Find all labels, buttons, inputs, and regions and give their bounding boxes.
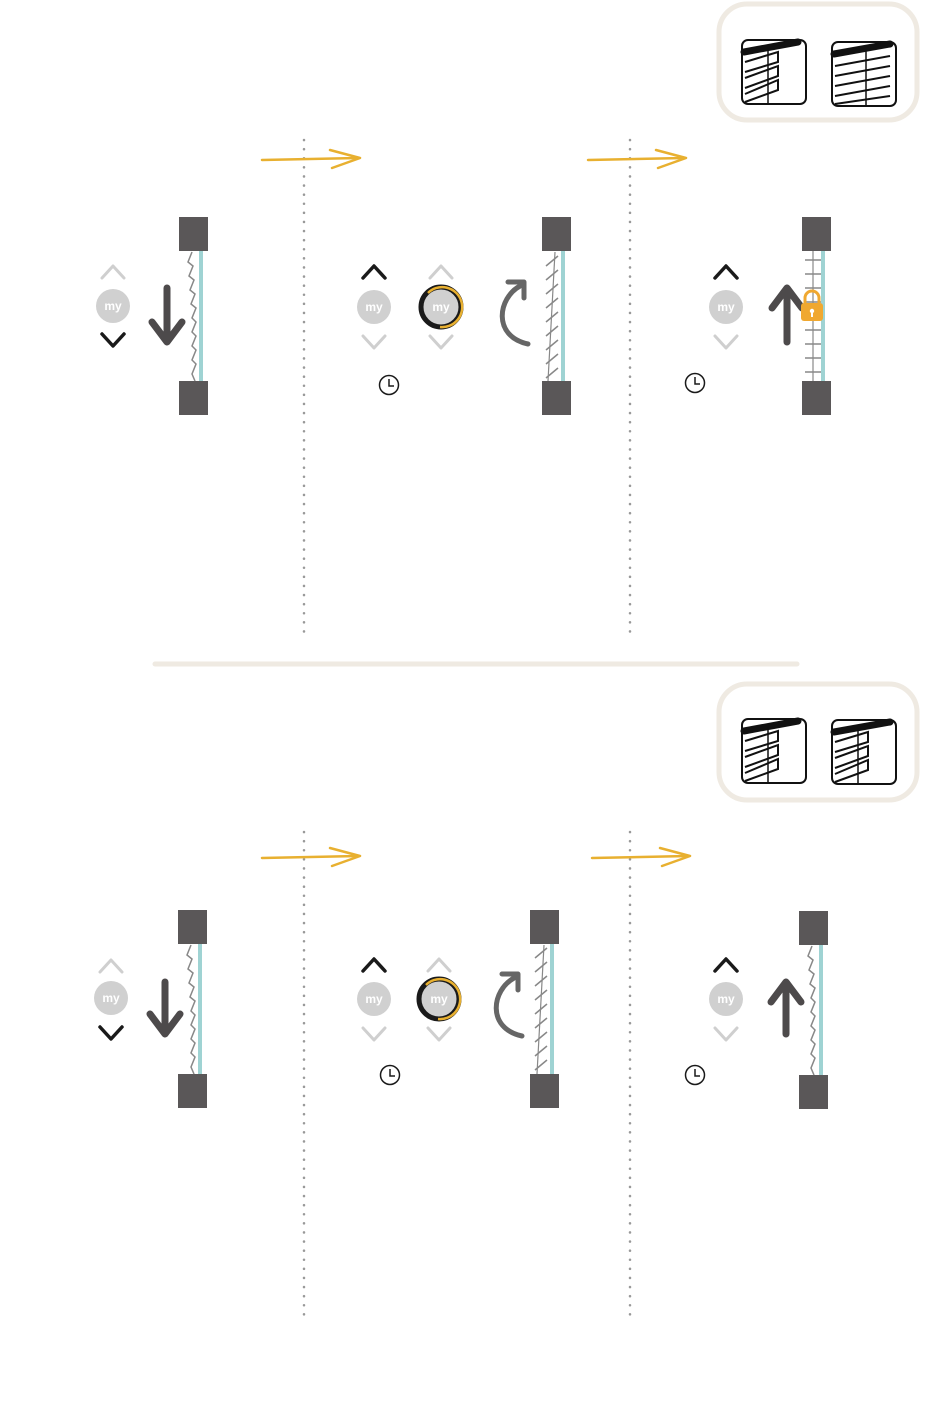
chevron-up-icon[interactable] — [363, 959, 385, 971]
step-3: my — [686, 911, 829, 1109]
down-arrow-icon — [152, 288, 182, 342]
venetian-blind-icon — [742, 719, 806, 783]
clock-icon — [686, 1066, 705, 1085]
chevron-up-icon[interactable] — [102, 266, 124, 278]
frame-bottom — [178, 1074, 207, 1108]
my-button-pressed-icon[interactable]: my — [421, 287, 462, 327]
my-button-label: my — [365, 992, 383, 1006]
step-1: my — [94, 910, 207, 1108]
my-button-label: my — [430, 992, 448, 1006]
frame-bottom — [179, 381, 208, 415]
chevron-up-icon[interactable] — [363, 266, 385, 278]
section-1: my my — [96, 4, 917, 634]
my-button-label: my — [102, 991, 120, 1005]
down-arrow-icon — [150, 982, 180, 1034]
chevron-down-icon[interactable] — [363, 336, 385, 348]
remote-control: my — [94, 960, 128, 1039]
my-button-icon[interactable]: my — [96, 289, 130, 323]
blind-slats-closed — [187, 945, 195, 1074]
frame-bottom — [530, 1074, 559, 1108]
blind-slats-closed — [188, 252, 196, 381]
my-button-icon[interactable]: my — [709, 290, 743, 324]
step-1: my — [96, 217, 208, 415]
my-button-icon[interactable]: my — [94, 981, 128, 1015]
remote-control: my — [709, 266, 743, 348]
frame-bottom — [542, 381, 571, 415]
frame-top — [799, 911, 828, 945]
remote-control: my — [96, 266, 130, 346]
window-blind — [542, 217, 571, 415]
blind-slats-closed — [808, 946, 815, 1075]
chevron-down-icon[interactable] — [715, 336, 737, 348]
chevron-down-icon[interactable] — [428, 1028, 450, 1040]
clock-icon — [380, 376, 399, 395]
window-blind — [179, 217, 208, 415]
up-arrow-icon — [772, 288, 802, 342]
my-button-icon[interactable]: my — [357, 290, 391, 324]
my-button-label: my — [365, 300, 383, 314]
remote-control: my — [709, 959, 743, 1040]
window-blind — [178, 910, 207, 1108]
my-button-label: my — [717, 300, 735, 314]
my-button-label: my — [717, 992, 735, 1006]
my-button-icon[interactable]: my — [357, 982, 391, 1016]
blind-slats-tilted — [535, 948, 547, 1070]
chevron-up-icon[interactable] — [428, 959, 450, 971]
step-2: my my — [357, 910, 559, 1108]
remote-control-pressed: my — [421, 266, 462, 348]
next-step-arrow-icon — [588, 150, 686, 168]
window-blind — [799, 911, 828, 1109]
frame-top — [530, 910, 559, 944]
chevron-down-icon[interactable] — [100, 1027, 122, 1039]
chevron-down-icon[interactable] — [715, 1028, 737, 1040]
my-button-label: my — [104, 299, 122, 313]
clock-icon — [381, 1066, 400, 1085]
remote-control: my — [357, 266, 391, 348]
remote-control: my — [357, 959, 391, 1040]
frame-bottom — [799, 1075, 828, 1109]
chevron-up-icon[interactable] — [430, 266, 452, 278]
frame-top — [802, 217, 831, 251]
venetian-blind-icon — [832, 720, 896, 784]
frame-top — [178, 910, 207, 944]
section-2: my my — [94, 684, 917, 1318]
my-button-icon[interactable]: my — [709, 982, 743, 1016]
chevron-down-icon[interactable] — [430, 336, 452, 348]
blind-slats-tilted — [546, 256, 558, 378]
frame-top — [542, 217, 571, 251]
window-blind — [530, 910, 559, 1108]
venetian-blind-icon — [832, 42, 896, 106]
step-2: my my — [357, 217, 571, 415]
my-button-pressed-icon[interactable]: my — [419, 979, 460, 1019]
next-step-arrow-icon — [262, 848, 360, 866]
step-3: my — [686, 217, 832, 415]
chevron-up-icon[interactable] — [715, 959, 737, 971]
chevron-down-icon[interactable] — [363, 1028, 385, 1040]
frame-top — [179, 217, 208, 251]
padlock-icon — [801, 291, 823, 321]
up-arrow-icon — [771, 982, 801, 1034]
chevron-down-icon[interactable] — [102, 334, 124, 346]
reference-panel-2 — [719, 684, 917, 800]
next-step-arrow-icon — [592, 848, 690, 866]
rotate-arrow-icon — [496, 974, 522, 1036]
rotate-arrow-icon — [502, 282, 528, 344]
remote-control-pressed: my — [419, 959, 460, 1040]
next-step-arrow-icon — [262, 150, 360, 168]
clock-icon — [686, 374, 705, 393]
my-button-label: my — [432, 300, 450, 314]
chevron-up-icon[interactable] — [715, 266, 737, 278]
frame-bottom — [802, 381, 831, 415]
venetian-blind-icon — [742, 40, 806, 104]
chevron-up-icon[interactable] — [100, 960, 122, 972]
reference-panel-1 — [719, 4, 917, 120]
